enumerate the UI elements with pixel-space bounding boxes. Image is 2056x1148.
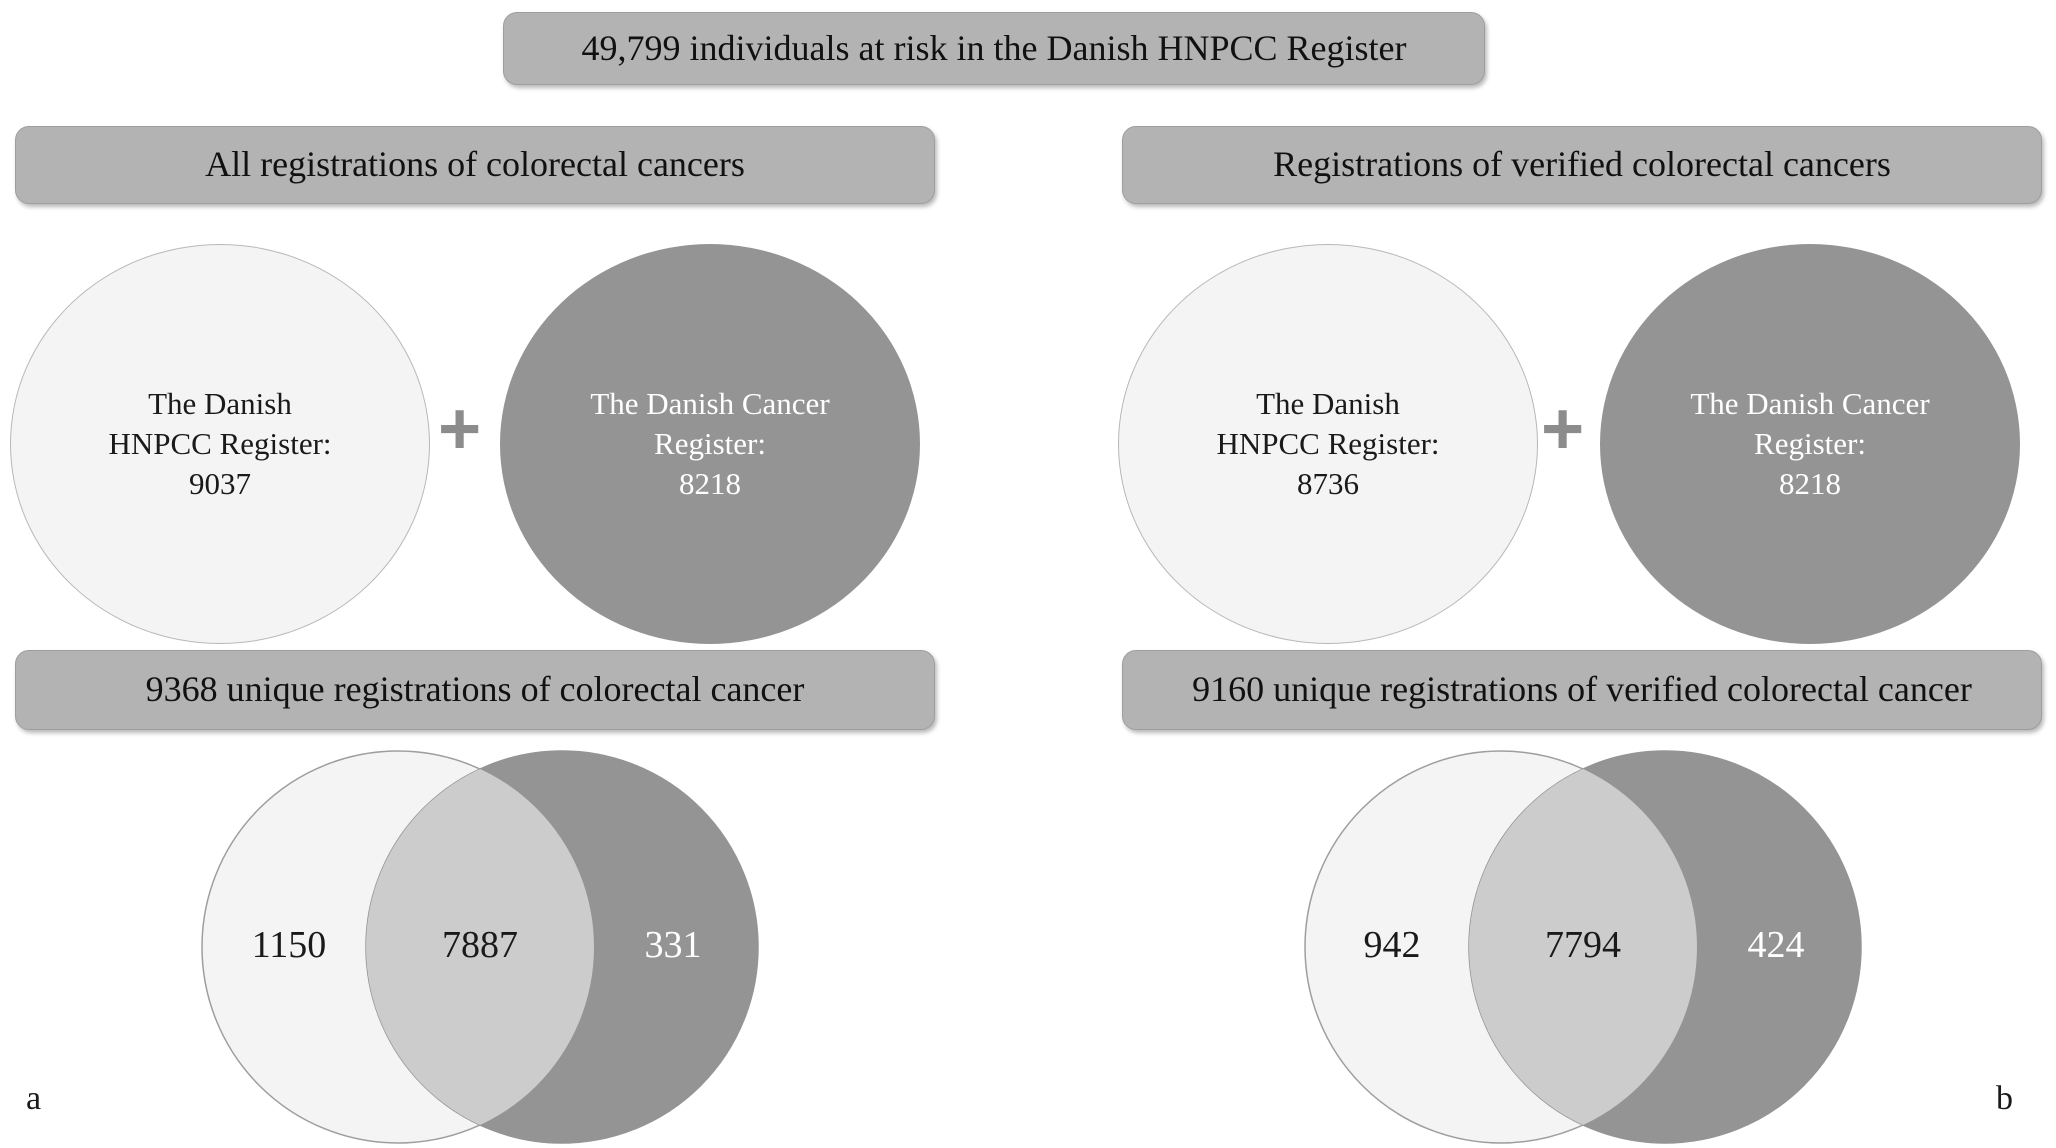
- panel-b-venn-svg: [1304, 750, 1862, 1144]
- panel-a-source-hnpcc-line2: HNPCC Register:: [108, 426, 332, 462]
- title-banner-label: 49,799 individuals at risk in the Danish…: [581, 27, 1407, 68]
- title-banner: 49,799 individuals at risk in the Danish…: [503, 12, 1485, 85]
- panel-a-venn-left-only-value: 1150: [251, 924, 327, 966]
- panel-b-venn-right-only-value: 424: [1747, 924, 1805, 966]
- panel-a-source-hnpcc-value: 9037: [188, 465, 251, 501]
- panel-a-letter: a: [26, 1080, 42, 1117]
- panel-a-source-cancer-line1: The Danish Cancer: [590, 386, 830, 422]
- panel-b-source-cancer-line2: Register:: [1754, 426, 1866, 462]
- panel-b-venn-left-only-value: 942: [1363, 924, 1421, 966]
- panel-b-source-cancer-line1: The Danish Cancer: [1690, 386, 1930, 422]
- panel-a-header-banner: All registrations of colorectal cancers: [15, 126, 935, 204]
- panel-a-venn-svg: [201, 750, 759, 1144]
- panel-b-header-banner: Registrations of verified colorectal can…: [1122, 126, 2042, 204]
- panel-b-source-hnpcc-value: 8736: [1296, 465, 1359, 501]
- panel-a-summary-banner: 9368 unique registrations of colorectal …: [15, 650, 935, 730]
- panel-a-header-label: All registrations of colorectal cancers: [205, 144, 745, 185]
- panel-a-source-hnpcc-circle: The Danish HNPCC Register: 9037: [10, 244, 430, 644]
- panel-b-source-cancer-value: 8218: [1778, 465, 1841, 501]
- panel-b-plus-icon: +: [1541, 387, 1585, 470]
- panel-b-venn-diagram: 942 7794 424: [1283, 748, 1883, 1146]
- panel-b-venn-intersection-value: 7794: [1545, 924, 1621, 966]
- panel-b-source-hnpcc-line1: The Danish: [1256, 386, 1400, 422]
- panel-a-venn-intersection-value: 7887: [442, 924, 518, 966]
- panel-b-source-cancer-label: The Danish Cancer Register: 8218: [1690, 384, 1929, 503]
- panel-b-venn-overlap: [1469, 751, 1697, 1143]
- panel-a-venn-overlap: [366, 751, 594, 1143]
- panel-b-letter: b: [1996, 1080, 2013, 1117]
- panel-b-header-label: Registrations of verified colorectal can…: [1273, 144, 1891, 185]
- panel-b-source-hnpcc-circle: The Danish HNPCC Register: 8736: [1118, 244, 1538, 644]
- panel-a-source-hnpcc-label: The Danish HNPCC Register: 9037: [108, 384, 331, 503]
- panel-a-plus-icon: +: [438, 387, 482, 470]
- panel-b-source-cancer-circle: The Danish Cancer Register: 8218: [1600, 244, 2020, 644]
- panel-a-venn-diagram: 1150 7887 331: [180, 748, 780, 1146]
- panel-b-summary-banner: 9160 unique registrations of verified co…: [1122, 650, 2042, 730]
- panel-a-summary-label: 9368 unique registrations of colorectal …: [145, 669, 805, 710]
- panel-a-source-cancer-line2: Register:: [654, 426, 766, 462]
- panel-b-source-hnpcc-line2: HNPCC Register:: [1216, 426, 1440, 462]
- panel-b-summary-label: 9160 unique registrations of verified co…: [1192, 669, 1972, 710]
- panel-a-source-hnpcc-line1: The Danish: [148, 386, 292, 422]
- panel-a-source-cancer-circle: The Danish Cancer Register: 8218: [500, 244, 920, 644]
- panel-a-source-cancer-label: The Danish Cancer Register: 8218: [590, 384, 829, 503]
- panel-b-source-hnpcc-label: The Danish HNPCC Register: 8736: [1216, 384, 1439, 503]
- panel-a-venn-right-only-value: 331: [644, 924, 702, 966]
- panel-a-source-cancer-value: 8218: [678, 465, 741, 501]
